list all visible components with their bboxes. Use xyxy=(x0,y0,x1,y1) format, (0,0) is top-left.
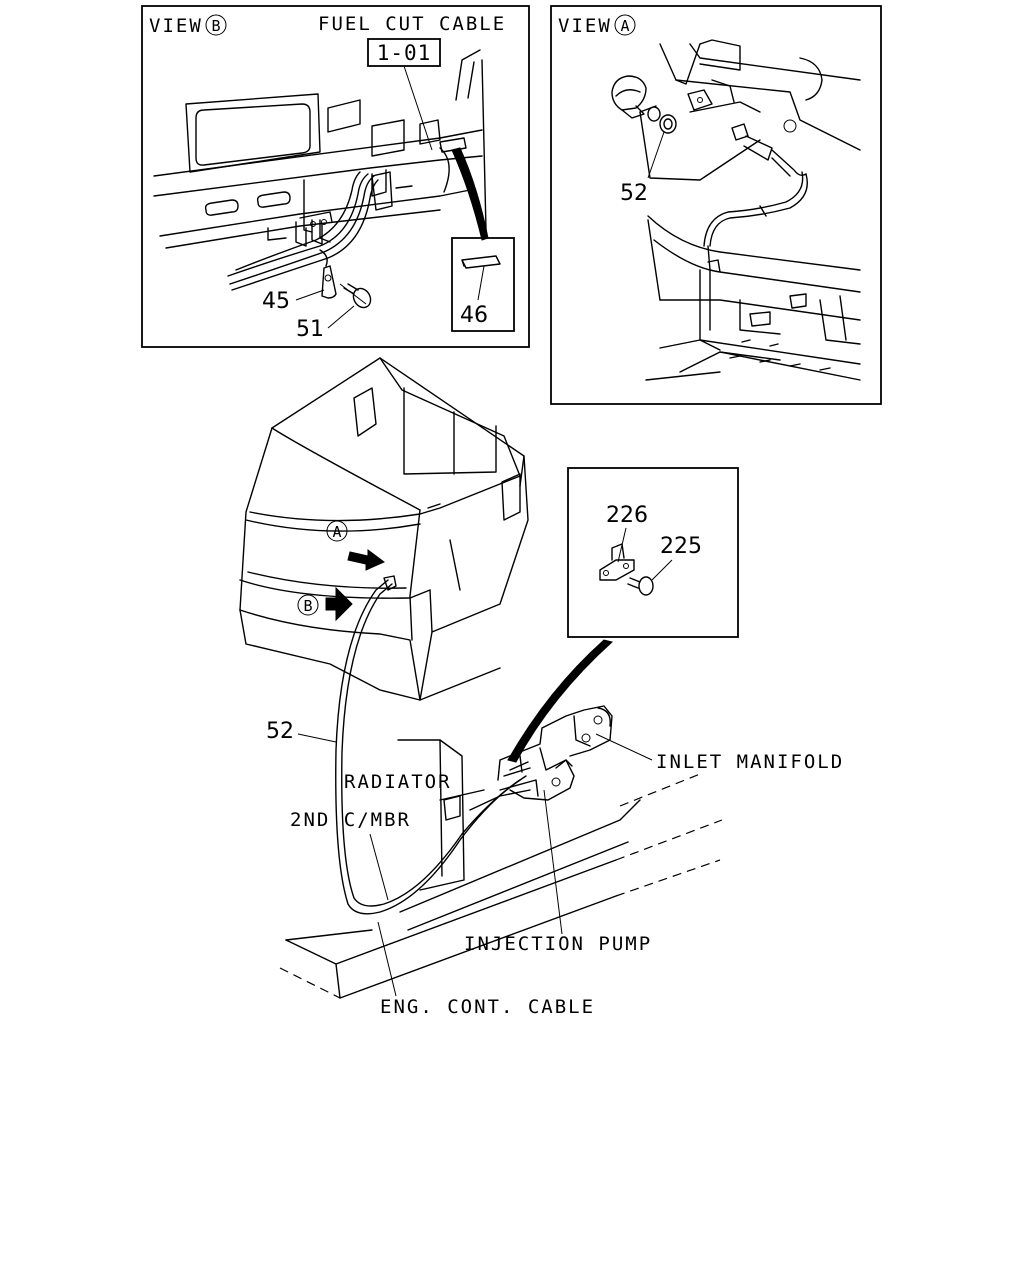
bracket-detail-frame xyxy=(567,467,739,638)
part-52-main-leader xyxy=(297,733,337,743)
part-225-label: 225 xyxy=(660,534,702,559)
view-b-label: VIEW xyxy=(149,15,203,37)
eng-cont-cable-label: ENG. CONT. CABLE xyxy=(380,996,595,1018)
bracket-detail-panel: 226 225 xyxy=(567,467,739,638)
bolt-drawing xyxy=(627,576,654,596)
second-crossmember-label: 2ND C/MBR xyxy=(290,809,411,831)
view-a-letter-circle xyxy=(614,14,636,36)
grommet-detail-box xyxy=(451,237,515,332)
radiator-label: RADIATOR xyxy=(344,771,452,793)
view-b-ref-leader xyxy=(403,65,433,151)
chassis-frame-drawing xyxy=(279,773,723,999)
part-51-leader xyxy=(327,305,355,329)
marker-a-letter: A xyxy=(332,523,341,541)
part-45-leader xyxy=(295,289,325,301)
marker-a-arrow xyxy=(347,549,385,571)
part-52-view-a-leader xyxy=(647,131,665,179)
view-b-letter: B xyxy=(211,17,220,35)
injection-pump-label: INJECTION PUMP xyxy=(464,933,652,955)
inlet-manifold-leader xyxy=(595,733,653,761)
bracket-drawing xyxy=(599,543,635,581)
view-a-panel: VIEW A xyxy=(550,5,882,405)
truck-cab-drawing xyxy=(239,357,529,701)
cab-interior-drawing xyxy=(611,39,861,381)
view-b-frame xyxy=(141,5,530,348)
marker-a-circle xyxy=(326,520,348,542)
marker-b-arrow xyxy=(325,586,353,622)
part-46-label: 46 xyxy=(460,303,488,328)
view-a-label: VIEW xyxy=(558,15,612,37)
view-b-letter-circle xyxy=(205,14,227,36)
detail-pointer xyxy=(507,639,614,763)
view-b-ref-code: 1-01 xyxy=(377,41,432,65)
marker-b-letter: B xyxy=(303,597,312,615)
view-a-frame xyxy=(550,5,882,405)
second-crossmember-leader xyxy=(369,833,389,901)
part-226-label: 226 xyxy=(606,503,648,528)
injection-pump-leader xyxy=(543,789,563,935)
marker-b-circle xyxy=(297,594,319,616)
part-51-label: 51 xyxy=(296,317,324,342)
fuel-cut-cable-drawing xyxy=(335,575,527,915)
view-b-panel: VIEW B FUEL CUT CABLE 1-01 xyxy=(141,5,530,348)
view-a-letter: A xyxy=(620,17,629,35)
part-225-leader xyxy=(651,559,673,581)
eng-cont-cable-leader xyxy=(377,921,397,997)
part-52-main-label: 52 xyxy=(266,719,294,744)
engine-drawing xyxy=(469,705,613,811)
part-46-leader xyxy=(477,265,485,301)
part-45-label: 45 xyxy=(262,289,290,314)
cab-rear-panel-drawing xyxy=(153,49,489,309)
grommet-drawing xyxy=(461,255,501,269)
inlet-manifold-label: INLET MANIFOLD xyxy=(656,751,844,773)
part-52-view-a-label: 52 xyxy=(620,181,648,206)
view-b-title: FUEL CUT CABLE xyxy=(318,13,506,35)
